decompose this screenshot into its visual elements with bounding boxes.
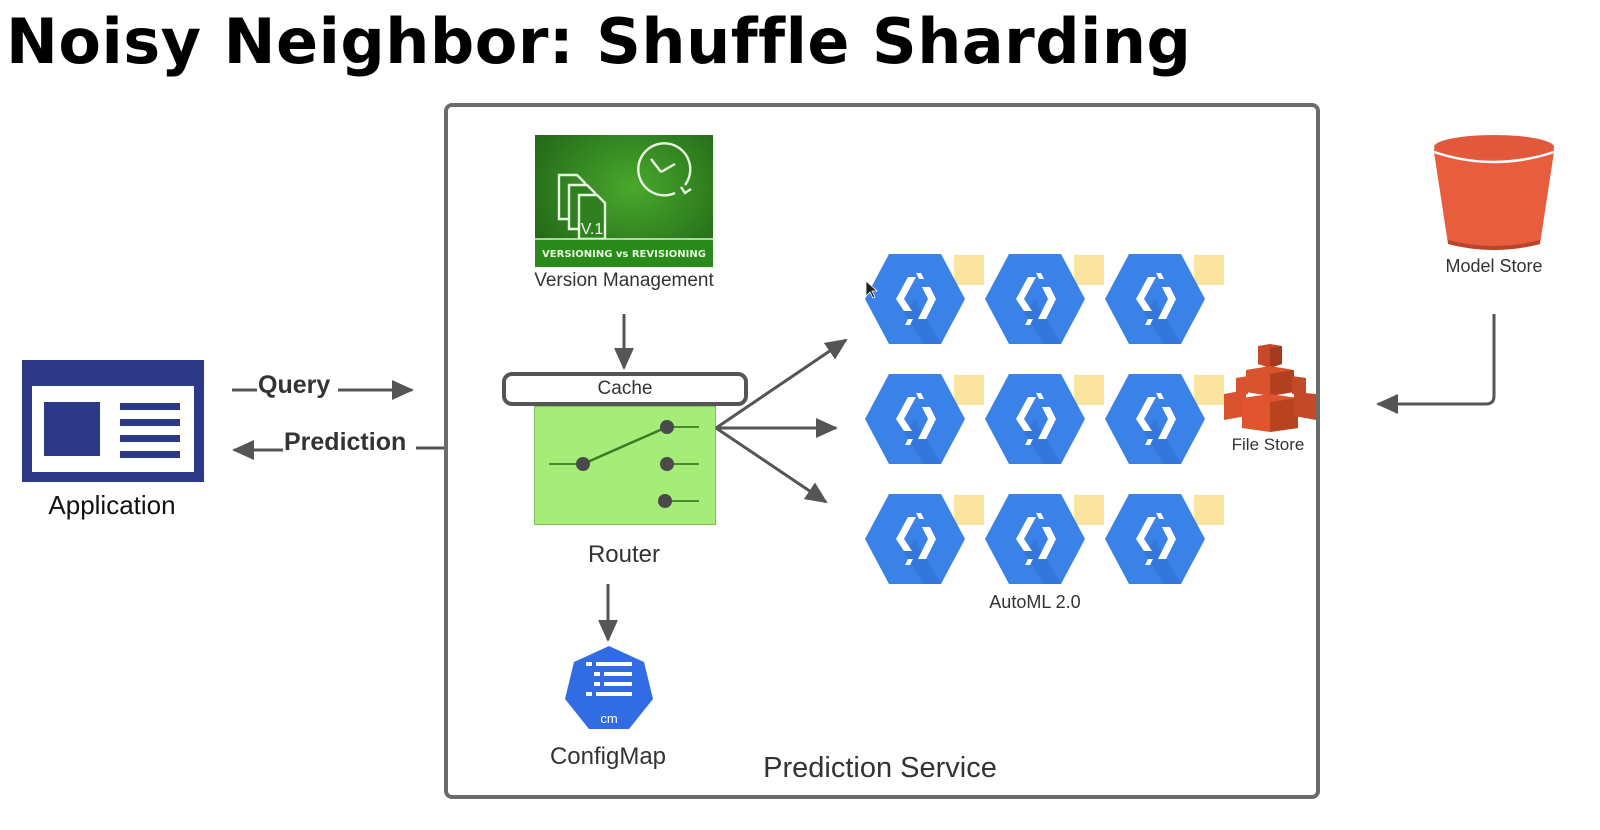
automl-instance-icon (985, 494, 1085, 584)
automl-tag (954, 495, 984, 525)
automl-tag (954, 375, 984, 405)
automl-instance-icon (1105, 254, 1205, 344)
automl-instance-icon (985, 374, 1085, 464)
automl-instance-icon (985, 254, 1085, 344)
configmap-badge: cm (600, 711, 617, 726)
cache-box (502, 372, 748, 406)
automl-tag (954, 255, 984, 285)
automl-instance-icon (1105, 494, 1205, 584)
router-to-automl-bottom-arrow (715, 426, 828, 504)
documents-icon (557, 173, 607, 241)
prediction-service-container (444, 103, 1320, 799)
version-management-image: V.1 VERSIONING vs REVISIONING (535, 135, 713, 267)
automl-instance-icon (865, 374, 965, 464)
configmap-label: ConfigMap (549, 743, 667, 770)
versioning-banner-text: VERSIONING vs REVISIONING (542, 249, 706, 260)
automl-instance-icon (1105, 374, 1205, 464)
automl-tag (1194, 495, 1224, 525)
application-icon (22, 360, 204, 482)
mouse-cursor-icon (865, 280, 879, 299)
router-label: Router (587, 541, 661, 568)
clock-icon (637, 142, 692, 197)
version-management-label: Version Management (534, 270, 714, 291)
query-label: Query (258, 371, 331, 399)
model-store-label: Model Store (1445, 256, 1543, 276)
router-to-automl-top-arrow (715, 338, 848, 430)
automl-instance-icon (865, 494, 965, 584)
configmap-icon: cm (565, 646, 653, 729)
prediction-label: Prediction (284, 428, 407, 456)
prediction-service-label: Prediction Service (763, 752, 997, 784)
automl-instance-icon (865, 254, 965, 344)
file-store-icon (1224, 344, 1316, 432)
automl-tag (1194, 255, 1224, 285)
version-tag: V.1 (581, 221, 604, 238)
router-switch (534, 406, 716, 525)
model-store-bucket-icon (1433, 135, 1555, 250)
automl-tag (1074, 375, 1104, 405)
page-title: Noisy Neighbor: Shuffle Sharding (6, 5, 1192, 78)
application-label: Application (48, 490, 176, 520)
automl-tag (1074, 255, 1104, 285)
automl-tag (1074, 495, 1104, 525)
cache-label: Cache (597, 378, 653, 399)
model-store-to-file-store-arrow (1376, 314, 1496, 414)
file-store-label: File Store (1231, 435, 1305, 454)
automl-label: AutoML 2.0 (989, 592, 1081, 612)
automl-tag (1194, 375, 1224, 405)
